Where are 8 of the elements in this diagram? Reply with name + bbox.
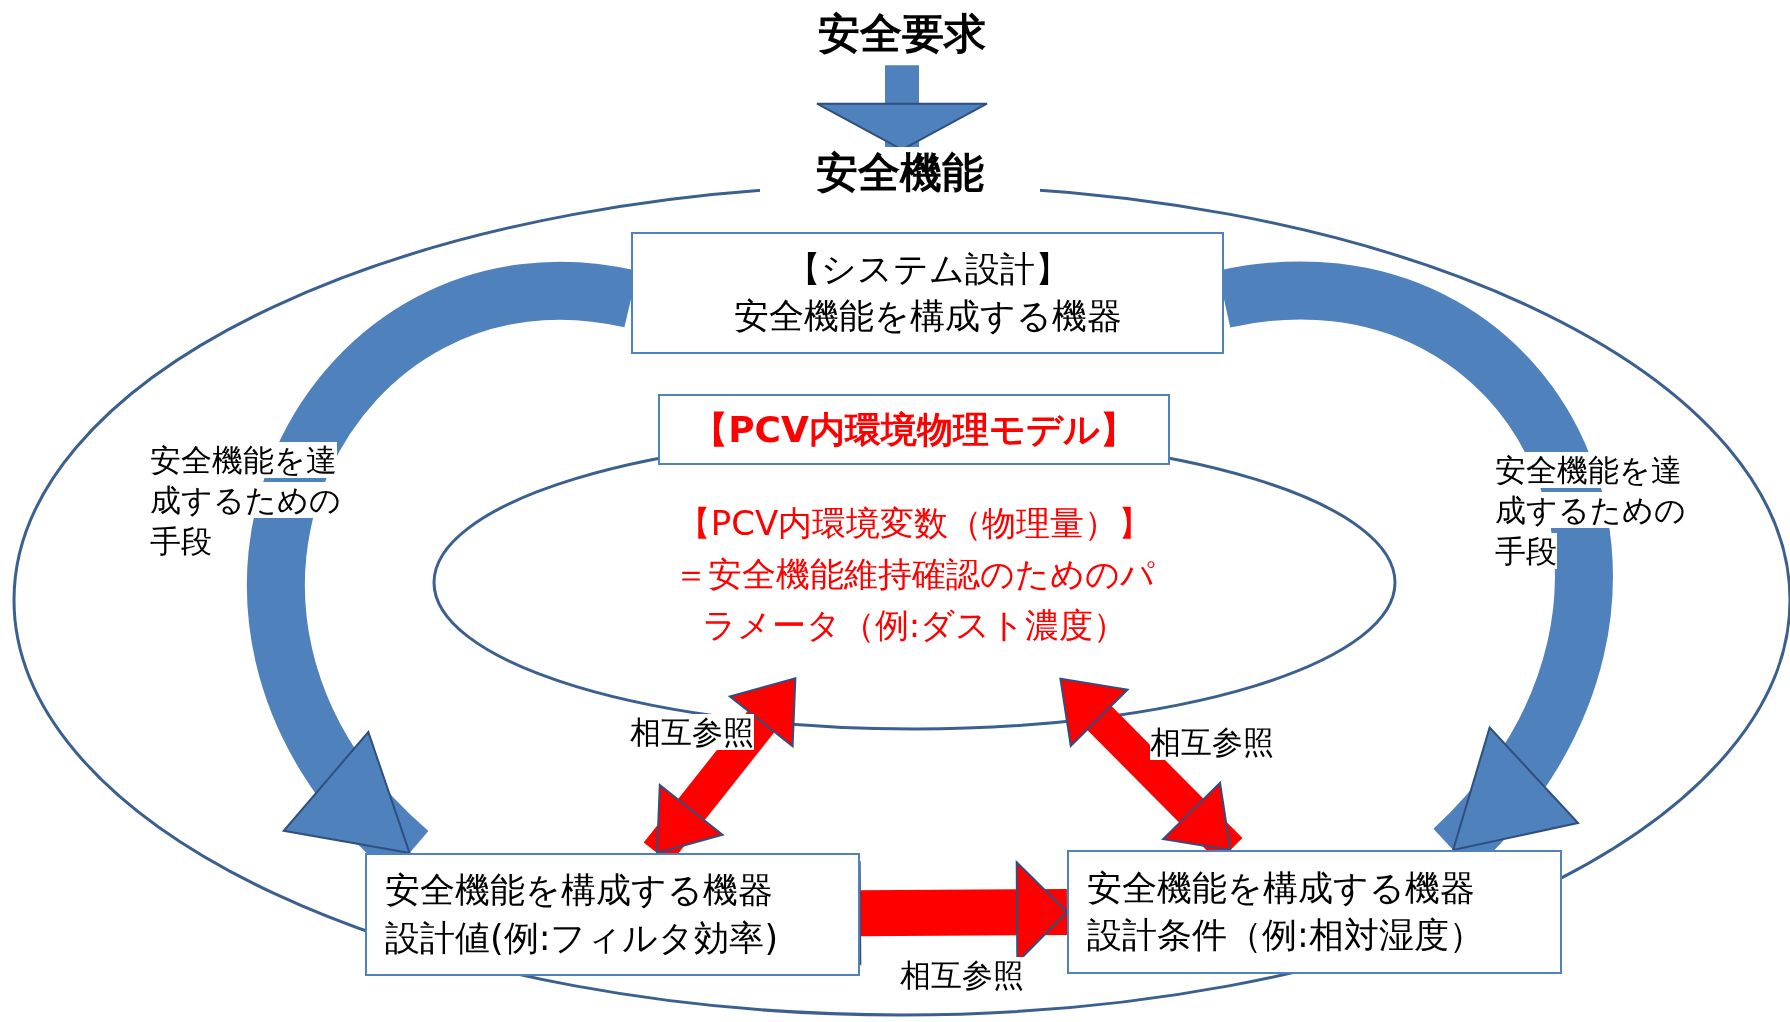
model-title: 【PCV内環境物理モデル】	[658, 394, 1170, 465]
heading: 安全要求	[782, 8, 1022, 60]
process-box: 【システム設計】 安全機能を構成する機器	[631, 232, 1224, 354]
edge-label: 相互参照	[630, 713, 755, 752]
edge-label: 相互参照	[900, 956, 1025, 995]
process-box: 安全機能を構成する機器 設計条件（例:相対湿度）	[1067, 850, 1562, 974]
process-box: 安全機能を構成する機器 設計値(例:フィルタ効率)	[365, 853, 860, 976]
parameter-text: 【PCV内環境変数（物理量）】＝安全機能維持確認のためのパラメータ（例:ダスト濃度）	[673, 502, 1156, 647]
